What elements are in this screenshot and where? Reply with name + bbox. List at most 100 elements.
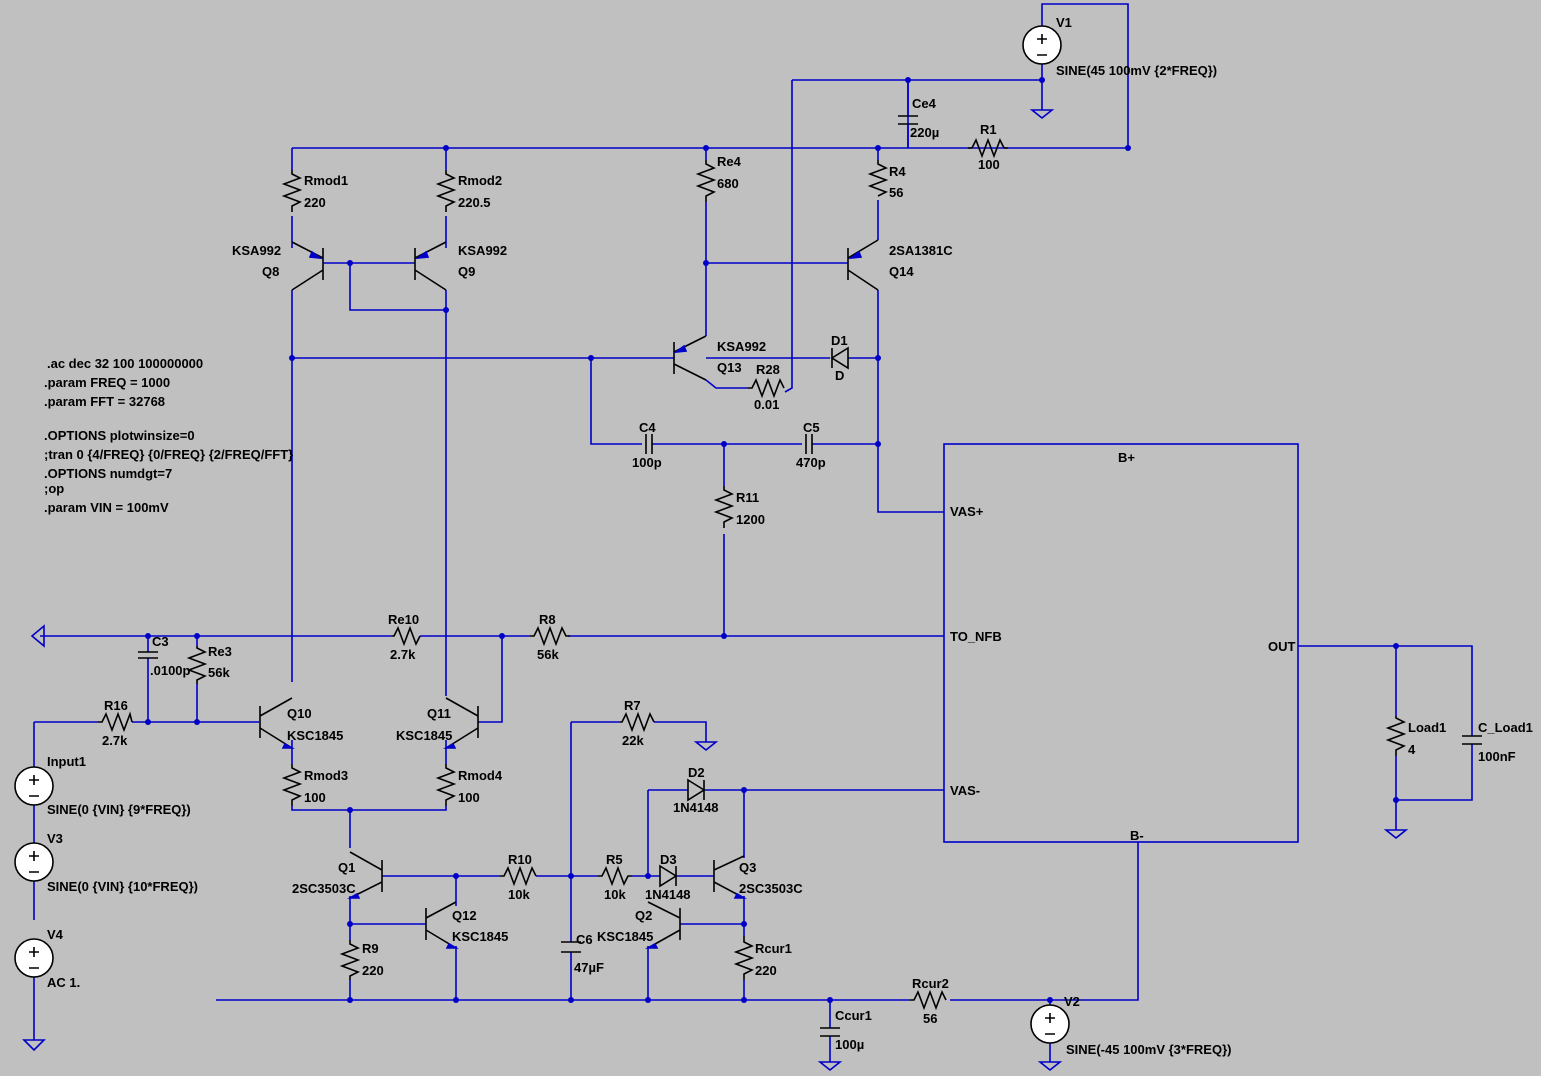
label-q3-value[interactable]: 2SC3503C (739, 881, 803, 896)
label-q14-value[interactable]: 2SA1381C (889, 243, 953, 258)
label-rmod2-value[interactable]: 220.5 (458, 195, 491, 210)
label-cload1-ref[interactable]: C_Load1 (1478, 720, 1533, 735)
label-re4-value[interactable]: 680 (717, 176, 739, 191)
label-c5-ref[interactable]: C5 (803, 420, 820, 435)
label-ccur1-value[interactable]: 100µ (835, 1037, 864, 1052)
label-rmod1-ref[interactable]: Rmod1 (304, 173, 348, 188)
label-r16-value[interactable]: 2.7k (102, 733, 128, 748)
label-re3-value[interactable]: 56k (208, 665, 230, 680)
label-rcur1-value[interactable]: 220 (755, 963, 777, 978)
capacitor-symbols (138, 80, 1482, 1037)
label-d1-value[interactable]: D (835, 368, 844, 383)
label-v2-value[interactable]: SINE(-45 100mV {3*FREQ}) (1066, 1042, 1231, 1057)
label-c4-value[interactable]: 100p (632, 455, 662, 470)
label-r4-value[interactable]: 56 (889, 185, 903, 200)
label-r28-ref[interactable]: R28 (756, 362, 780, 377)
label-q3-ref[interactable]: Q3 (739, 860, 756, 875)
pin-to-nfb: TO_NFB (950, 629, 1002, 644)
label-q2-value[interactable]: KSC1845 (597, 929, 653, 944)
label-re4-ref[interactable]: Re4 (717, 154, 742, 169)
label-r9-value[interactable]: 220 (362, 963, 384, 978)
label-d2-value[interactable]: 1N4148 (673, 800, 719, 815)
label-q10-value[interactable]: KSC1845 (287, 728, 343, 743)
label-v3-ref[interactable]: V3 (47, 831, 63, 846)
label-q1-value[interactable]: 2SC3503C (292, 881, 356, 896)
label-r10-value[interactable]: 10k (508, 887, 530, 902)
label-q12-ref[interactable]: Q12 (452, 908, 477, 923)
label-rcur2-value[interactable]: 56 (923, 1011, 937, 1026)
label-ce4-value[interactable]: 220µ (910, 125, 939, 140)
label-q8-value[interactable]: KSA992 (232, 243, 281, 258)
label-rmod3-value[interactable]: 100 (304, 790, 326, 805)
label-r8-value[interactable]: 56k (537, 647, 559, 662)
label-c6-ref[interactable]: C6 (576, 932, 593, 947)
label-rmod3-ref[interactable]: Rmod3 (304, 768, 348, 783)
label-d1-ref[interactable]: D1 (831, 333, 848, 348)
label-q9-ref[interactable]: Q9 (458, 264, 475, 279)
label-c6-value[interactable]: 47µF (574, 960, 604, 975)
label-rmod2-ref[interactable]: Rmod2 (458, 173, 502, 188)
label-r11-value[interactable]: 1200 (736, 512, 765, 527)
label-input1-ref[interactable]: Input1 (47, 754, 86, 769)
label-r9-ref[interactable]: R9 (362, 941, 379, 956)
label-load1-value[interactable]: 4 (1408, 742, 1416, 757)
label-cload1-value[interactable]: 100nF (1478, 749, 1516, 764)
label-r4-ref[interactable]: R4 (889, 164, 906, 179)
label-r11-ref[interactable]: R11 (736, 490, 759, 505)
label-r7-value[interactable]: 22k (622, 733, 644, 748)
label-rmod4-ref[interactable]: Rmod4 (458, 768, 503, 783)
label-c3-ref[interactable]: C3 (152, 634, 169, 649)
label-q12-value[interactable]: KSC1845 (452, 929, 508, 944)
label-q9-value[interactable]: KSA992 (458, 243, 507, 258)
label-rmod4-value[interactable]: 100 (458, 790, 480, 805)
label-r8-ref[interactable]: R8 (539, 612, 556, 627)
label-r1-value[interactable]: 100 (978, 157, 1000, 172)
wires (33, 3, 1473, 1062)
label-load1-ref[interactable]: Load1 (1408, 720, 1446, 735)
label-r5-value[interactable]: 10k (604, 887, 626, 902)
label-r7-ref[interactable]: R7 (624, 698, 641, 713)
spice-directives[interactable]: .ac dec 32 100 100000000 .param FREQ = 1… (44, 356, 293, 515)
label-re10-value[interactable]: 2.7k (390, 647, 416, 662)
label-q13-ref[interactable]: Q13 (717, 360, 742, 375)
label-d3-ref[interactable]: D3 (660, 852, 677, 867)
pin-vas-minus: VAS- (950, 783, 980, 798)
label-r1-ref[interactable]: R1 (980, 122, 997, 137)
label-q11-value[interactable]: KSC1845 (396, 728, 452, 743)
label-v1-value[interactable]: SINE(45 100mV {2*FREQ}) (1056, 63, 1217, 78)
label-v4-ref[interactable]: V4 (47, 927, 64, 942)
label-rmod1-value[interactable]: 220 (304, 195, 326, 210)
directive-line: .OPTIONS plotwinsize=0 (44, 428, 195, 443)
label-q11-ref[interactable]: Q11 (427, 706, 451, 721)
label-r28-value[interactable]: 0.01 (754, 397, 779, 412)
label-r5-ref[interactable]: R5 (606, 852, 623, 867)
label-ccur1-ref[interactable]: Ccur1 (835, 1008, 872, 1023)
label-q8-ref[interactable]: Q8 (262, 264, 279, 279)
directive-line: .OPTIONS numdgt=7 (44, 466, 172, 481)
label-c4-ref[interactable]: C4 (639, 420, 656, 435)
label-v3-value[interactable]: SINE(0 {VIN} {10*FREQ}) (47, 879, 198, 894)
label-q1-ref[interactable]: Q1 (338, 860, 355, 875)
label-v1-ref[interactable]: V1 (1056, 15, 1072, 30)
label-rcur1-ref[interactable]: Rcur1 (755, 941, 792, 956)
label-q14-ref[interactable]: Q14 (889, 264, 914, 279)
label-ce4-ref[interactable]: Ce4 (912, 96, 937, 111)
label-q13-value[interactable]: KSA992 (717, 339, 766, 354)
label-re10-ref[interactable]: Re10 (388, 612, 419, 627)
directive-line: .param FREQ = 1000 (44, 375, 170, 390)
label-rcur2-ref[interactable]: Rcur2 (912, 976, 949, 991)
label-q2-ref[interactable]: Q2 (635, 908, 652, 923)
label-input1-value[interactable]: SINE(0 {VIN} {9*FREQ}) (47, 802, 191, 817)
output-stage-block[interactable]: B+ VAS+ TO_NFB OUT VAS- B- (943, 443, 1299, 843)
label-r16-ref[interactable]: R16 (104, 698, 128, 713)
label-v2-ref[interactable]: V2 (1064, 994, 1080, 1009)
label-v4-value[interactable]: AC 1. (47, 975, 80, 990)
label-d3-value[interactable]: 1N4148 (645, 887, 691, 902)
label-c5-value[interactable]: 470p (796, 455, 826, 470)
label-d2-ref[interactable]: D2 (688, 765, 705, 780)
label-c3-value[interactable]: .0100p (150, 663, 191, 678)
label-q10-ref[interactable]: Q10 (287, 706, 312, 721)
label-r10-ref[interactable]: R10 (508, 852, 532, 867)
label-re3-ref[interactable]: Re3 (208, 644, 232, 659)
